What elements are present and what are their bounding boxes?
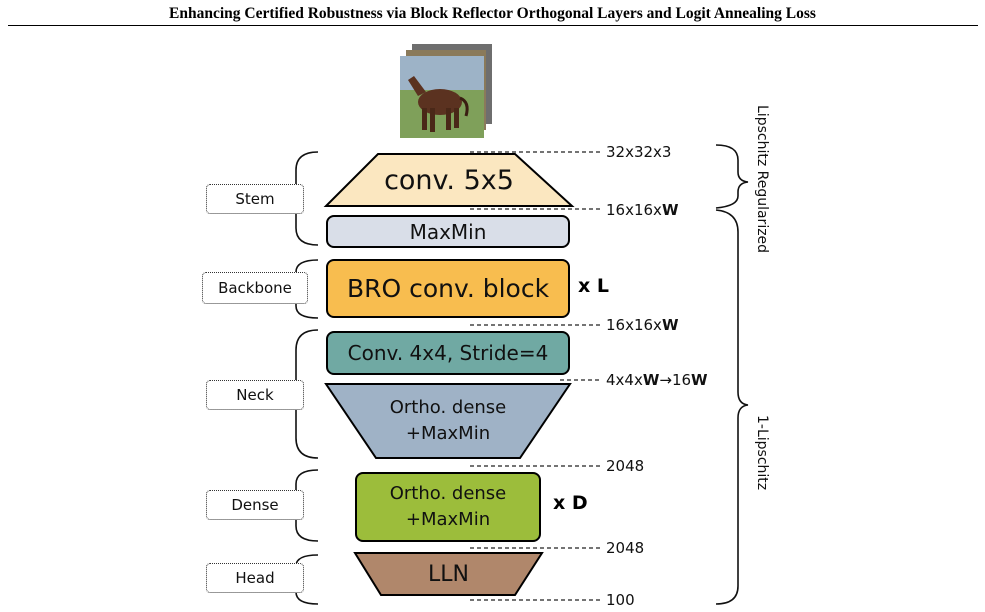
ortho-neck-shape [324, 383, 572, 459]
backbone-tag: Backbone [202, 272, 308, 304]
ortho-dense-label-2: +MaxMin [405, 509, 491, 530]
lln-label: LLN [428, 561, 469, 587]
dim-label-0: 32x32x3 [606, 143, 672, 161]
ortho-neck-label-2: +MaxMin [405, 423, 491, 444]
lln-layer: LLN [355, 555, 542, 593]
conv4-layer: Conv. 4x4, Stride=4 [326, 331, 570, 375]
conv5-label: conv. 5x5 [384, 164, 514, 196]
one-lipschitz-label: 1-Lipschitz [754, 415, 770, 491]
conv5-layer: conv. 5x5 [326, 156, 572, 204]
bro-label: BRO conv. block [346, 274, 550, 303]
conv5-shape [323, 153, 575, 207]
brace-1-lipschitz [715, 209, 749, 605]
head-tag: Head [206, 563, 304, 593]
dim-label-2: 16x16xW [606, 316, 679, 334]
neck-tag: Neck [206, 380, 304, 410]
backbone-multiplier: x L [578, 275, 609, 297]
stem-tag: Stem [206, 184, 304, 214]
paper-title: Enhancing Certified Robustness via Block… [169, 5, 816, 22]
ortho-dense-layer: Ortho. dense +MaxMin [355, 472, 541, 542]
dense-tag: Dense [206, 490, 304, 520]
bro-layer: BRO conv. block [326, 259, 570, 318]
ortho-dense-label-1: Ortho. dense [389, 483, 507, 504]
horse-photo-icon [400, 44, 492, 138]
dense-multiplier: x D [553, 492, 588, 514]
dim-label-1: 16x16xW [606, 201, 679, 219]
header-rule [8, 25, 978, 26]
lln-shape [353, 552, 544, 596]
conv4-label: Conv. 4x4, Stride=4 [347, 341, 549, 365]
dim-label-4: 2048 [606, 457, 645, 475]
maxmin-layer: MaxMin [326, 215, 570, 248]
page-header: Enhancing Certified Robustness via Block… [0, 0, 985, 30]
dim-label-5: 2048 [606, 539, 645, 557]
lipschitz-regularized-label: Lipschitz Regularized [754, 105, 770, 254]
dim-label-6: 100 [606, 591, 635, 609]
input-image-stack [400, 44, 496, 140]
brace-lipschitz-regularized [715, 144, 749, 209]
dim-label-3: 4x4xW→16W [606, 371, 708, 389]
maxmin-label: MaxMin [409, 219, 487, 244]
ortho-neck-label-1: Ortho. dense [389, 397, 507, 418]
ortho-neck-layer: Ortho. dense +MaxMin [326, 388, 570, 454]
